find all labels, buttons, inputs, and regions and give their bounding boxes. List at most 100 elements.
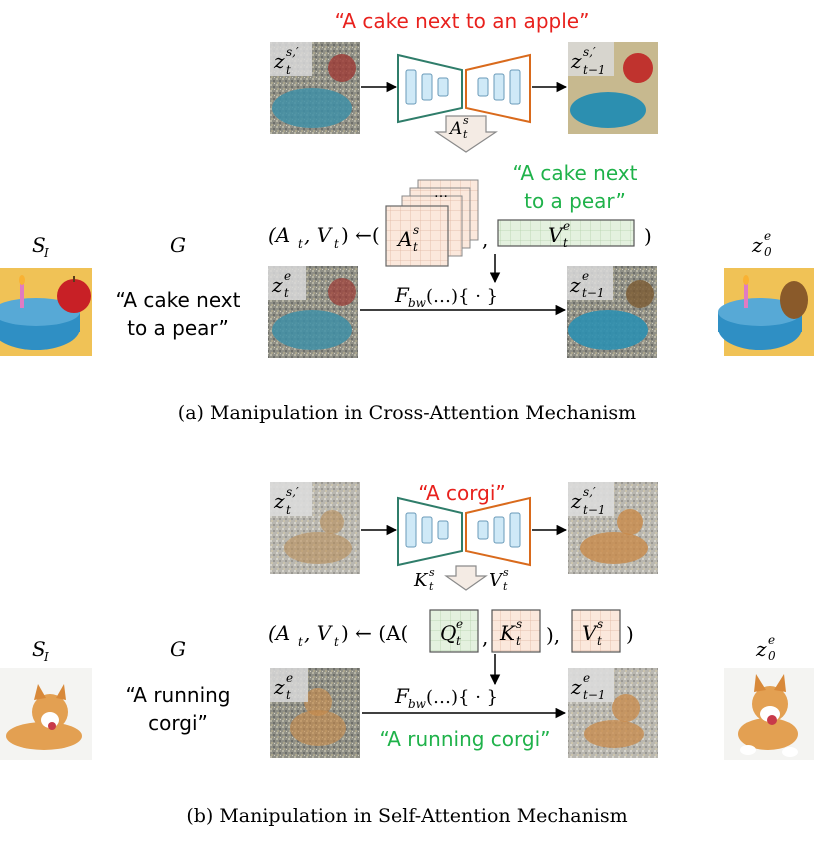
result-image-cake-pear — [718, 268, 814, 356]
svg-text:(A: (A — [268, 223, 290, 247]
svg-text:s,′: s,′ — [583, 485, 596, 499]
svg-text:K: K — [499, 621, 516, 645]
svg-text:s: s — [463, 114, 469, 127]
svg-text:S: S — [32, 637, 46, 661]
svg-text:Q: Q — [440, 621, 456, 645]
latent-src-output-a: z s,′ t−1 — [568, 42, 658, 134]
svg-text:0: 0 — [768, 649, 776, 663]
svg-text:s: s — [597, 617, 603, 631]
label-z0e-b: z e 0 — [755, 633, 776, 663]
svg-text:s,′: s,′ — [286, 485, 299, 499]
latent-src-input-b: z s,′ t — [270, 482, 360, 574]
svg-text:s,′: s,′ — [286, 45, 299, 59]
svg-text:t: t — [298, 237, 303, 251]
tuple-comma-b: , — [482, 625, 488, 649]
svg-text:e: e — [456, 617, 463, 631]
svg-text:K: K — [413, 570, 429, 591]
svg-text:z: z — [751, 233, 763, 257]
value-box-a: V e t — [497, 219, 635, 250]
svg-text:0: 0 — [764, 245, 772, 259]
svg-text:V: V — [489, 570, 504, 591]
svg-text:z: z — [273, 675, 285, 699]
svg-text:z: z — [273, 489, 285, 513]
svg-text:t−1: t−1 — [582, 286, 605, 300]
left-prompt-a-line1: “A cake next — [116, 288, 241, 312]
svg-text:t: t — [503, 580, 508, 593]
svg-text:z: z — [569, 273, 581, 297]
left-prompt-a-line2: to a pear” — [127, 316, 229, 340]
svg-text:t−1: t−1 — [583, 503, 606, 517]
svg-text:e: e — [764, 229, 771, 243]
svg-text:) ←(: ) ←( — [341, 223, 380, 247]
svg-text:t: t — [286, 63, 291, 77]
svg-text:e: e — [284, 269, 291, 283]
svg-text:t: t — [286, 503, 291, 517]
fbw-arrow-b: F bw (…){ · } — [362, 684, 567, 719]
tuple-expression-b: (A t , V t ) ← (A( — [268, 621, 408, 649]
svg-text:A: A — [396, 227, 412, 251]
svg-text:t: t — [516, 634, 521, 648]
label-si-a: S I — [32, 233, 49, 260]
left-prompt-b-line2: corgi” — [148, 711, 208, 735]
svg-text:t: t — [563, 236, 568, 250]
svg-text:z: z — [755, 637, 767, 661]
svg-text:t: t — [597, 634, 602, 648]
unet-a — [397, 53, 531, 124]
target-prompt-b: “A running corgi” — [379, 727, 550, 751]
fbw-arrow-a: F bw (…){ · } — [360, 283, 567, 316]
svg-text:z: z — [570, 489, 582, 513]
latent-src-input-a: z s,′ t — [270, 42, 360, 134]
svg-text:t: t — [456, 634, 461, 648]
target-prompt-a-line2: to a pear” — [524, 189, 626, 213]
label-g-b: G — [170, 637, 186, 661]
svg-text:s: s — [429, 566, 435, 579]
svg-text:, V: , V — [304, 621, 334, 645]
svg-text:e: e — [768, 633, 775, 647]
svg-text:I: I — [43, 246, 49, 260]
svg-text:t−1: t−1 — [583, 688, 606, 702]
latent-edit-output-a: z e t−1 — [567, 266, 657, 358]
svg-text:t: t — [298, 635, 303, 649]
source-image-corgi — [0, 668, 92, 760]
tuple-close-a: ) — [644, 224, 652, 248]
svg-text:t: t — [413, 240, 418, 254]
svg-text:s: s — [503, 566, 509, 579]
svg-text:s,′: s,′ — [583, 45, 596, 59]
svg-text:A: A — [448, 119, 462, 139]
latent-edit-input-a: z e t — [268, 266, 358, 358]
svg-text:z: z — [570, 675, 582, 699]
latent-edit-input-b: z e t — [270, 668, 360, 758]
svg-text:z: z — [273, 49, 285, 73]
svg-text:s: s — [413, 223, 419, 237]
source-prompt-b: “A corgi” — [418, 481, 506, 505]
target-prompt-a-line1: “A cake next — [513, 161, 638, 185]
svg-text:t: t — [334, 237, 339, 251]
svg-text:bw: bw — [408, 296, 427, 310]
tuple-comma-a: , — [482, 227, 488, 251]
result-image-running-corgi — [724, 668, 814, 760]
svg-text:t: t — [429, 580, 434, 593]
label-g-a: G — [170, 233, 186, 257]
query-box-b: Q e t — [429, 609, 479, 653]
svg-text:t: t — [284, 286, 289, 300]
svg-text:(…){ · }: (…){ · } — [426, 687, 498, 708]
svg-text:t: t — [334, 635, 339, 649]
left-prompt-b-line1: “A running — [126, 683, 231, 707]
svg-text:F: F — [394, 684, 410, 708]
tuple-close-inner-b: ), — [546, 623, 560, 647]
svg-text:e: e — [583, 671, 590, 685]
caption-b: (b) Manipulation in Self-Attention Mecha… — [186, 805, 627, 827]
source-image-cake-apple — [0, 268, 92, 356]
latent-edit-output-b: z e t−1 — [568, 668, 658, 758]
svg-text:) ← (A(: ) ← (A( — [341, 621, 408, 645]
svg-text:(A: (A — [268, 621, 290, 645]
kv-extract-arrow-b: K s t V s t — [413, 565, 509, 593]
label-si-b: S I — [32, 637, 49, 664]
caption-a: (a) Manipulation in Cross-Attention Mech… — [178, 402, 636, 424]
svg-text:F: F — [394, 283, 410, 307]
svg-text:e: e — [286, 671, 293, 685]
svg-text:V: V — [582, 621, 599, 645]
svg-text:I: I — [43, 650, 49, 664]
svg-text:V: V — [548, 223, 565, 247]
